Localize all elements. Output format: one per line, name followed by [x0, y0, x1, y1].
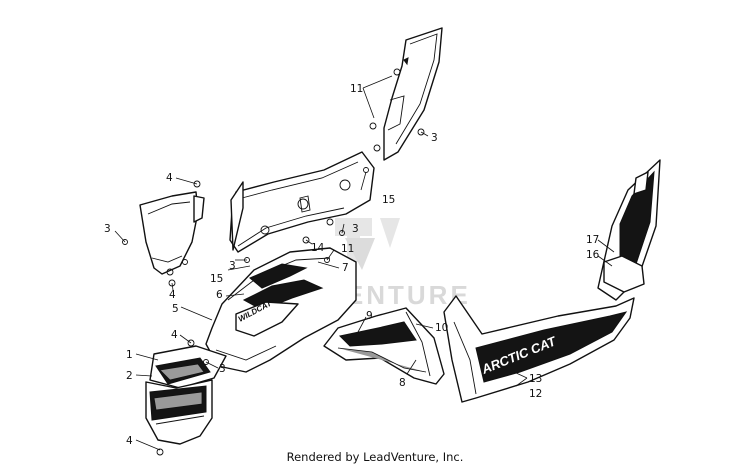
callout-2: 2 — [126, 370, 133, 382]
callout-15: 15 — [210, 273, 223, 285]
callout-7: 7 — [342, 262, 349, 274]
callout-4: 4 — [171, 329, 178, 341]
callout-5: 5 — [172, 303, 179, 315]
callout-11: 11 — [350, 83, 363, 95]
callout-4: 4 — [169, 289, 176, 301]
part-11-upper-panel — [369, 27, 443, 161]
callout-12: 12 — [529, 388, 542, 400]
part-16-17-rear-decal — [597, 159, 661, 301]
part-5-hood: WILDCAT — [205, 247, 357, 373]
callout-11: 11 — [341, 243, 354, 255]
callout-3: 3 — [352, 223, 359, 235]
callout-14: 14 — [311, 242, 325, 254]
callout-15: 15 — [382, 194, 395, 206]
callout-10: 10 — [435, 322, 448, 334]
part-15-dash-panel — [229, 151, 375, 253]
callout-3: 3 — [219, 363, 226, 375]
part-1-2-front-grille — [145, 345, 227, 445]
part-8-9-10-side-panel — [323, 307, 445, 385]
callout-8: 8 — [399, 377, 406, 389]
callout-3: 3 — [431, 132, 438, 144]
callout-13: 13 — [529, 373, 542, 385]
callout-9: 9 — [366, 310, 373, 322]
callout-6: 6 — [216, 289, 223, 301]
callout-1: 1 — [126, 349, 133, 361]
callout-4: 4 — [166, 172, 173, 184]
render-credit: Rendered by LeadVenture, Inc. — [286, 450, 464, 464]
callout-16: 16 — [586, 249, 600, 261]
leader-lines — [114, 75, 615, 451]
callout-4: 4 — [126, 435, 133, 447]
callout-3: 3 — [229, 260, 236, 272]
part-3-left-side-cover — [139, 191, 205, 276]
callout-labels: 11 3 4 3 4 15 3 3 14 11 15 7 6 5 4 1 2 3… — [104, 83, 600, 447]
callout-3: 3 — [104, 223, 111, 235]
part-12-13-right-panel: ARCTIC CAT — [443, 295, 635, 403]
callout-17: 17 — [586, 234, 599, 246]
